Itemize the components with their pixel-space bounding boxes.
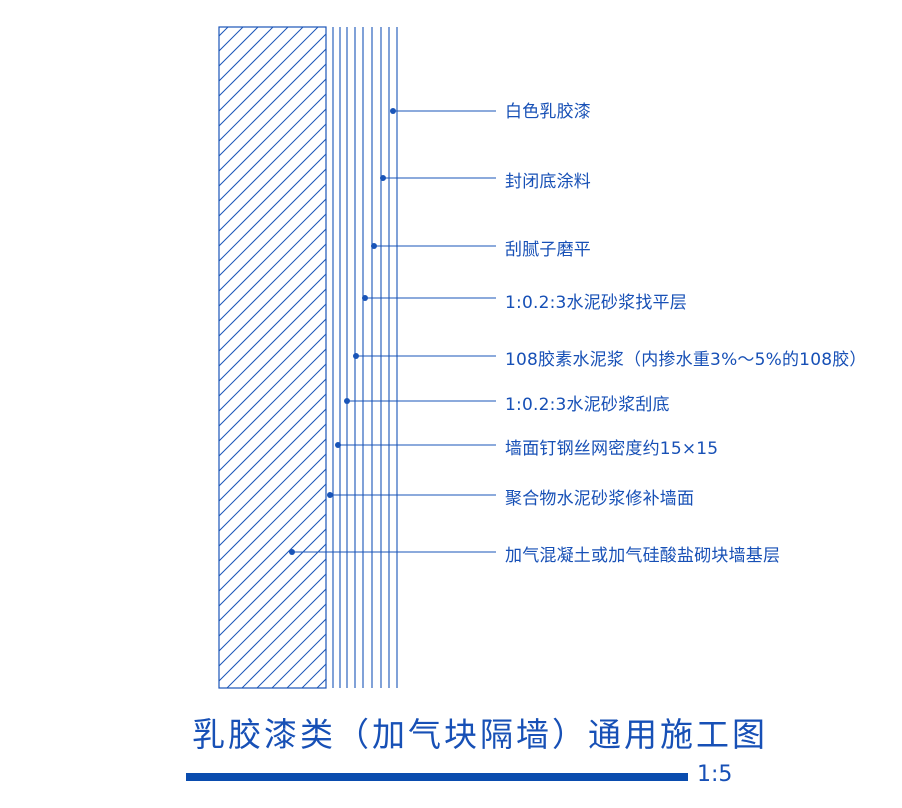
hatch-line xyxy=(219,108,326,217)
hatch-line xyxy=(219,303,326,412)
hatch-line xyxy=(219,27,259,67)
leader-lines xyxy=(289,108,496,555)
finish-layer-lines xyxy=(332,27,398,688)
layer-label-2: 封闭底涂料 xyxy=(505,172,591,192)
hatch-line xyxy=(241,603,326,688)
hatch-line xyxy=(219,513,326,622)
leader-dot-1 xyxy=(390,108,396,114)
hatch-line xyxy=(219,27,274,82)
hatch-line xyxy=(219,138,326,247)
hatch-line xyxy=(219,453,326,562)
hatch-line xyxy=(219,198,326,307)
leader-dot-2 xyxy=(380,175,386,181)
hatch-line xyxy=(219,33,326,142)
hatch-line xyxy=(226,588,326,688)
hatch-line xyxy=(219,243,326,352)
layer-label-1: 白色乳胶漆 xyxy=(505,102,591,122)
hatch-line xyxy=(219,153,326,262)
hatch-line xyxy=(219,213,326,322)
leader-dot-4 xyxy=(362,295,368,301)
hatch-line xyxy=(286,648,326,688)
hatch-line xyxy=(219,288,326,397)
hatch-line xyxy=(219,483,326,592)
layer-label-5: 108胶素水泥浆（内掺水重3%～5%的108胶） xyxy=(505,350,867,370)
hatch-line xyxy=(219,27,304,112)
hatch-line xyxy=(219,228,326,337)
hatch-line xyxy=(219,318,326,427)
layer-label-9: 加气混凝土或加气硅酸盐砌块墙基层 xyxy=(505,546,781,566)
hatch-line xyxy=(219,27,244,52)
hatch-line xyxy=(219,273,326,382)
leader-dot-9 xyxy=(289,549,295,555)
hatch-line xyxy=(219,258,326,367)
hatch-line xyxy=(219,573,326,682)
hatch-line xyxy=(219,168,326,277)
hatch-line xyxy=(219,27,289,97)
hatch-line xyxy=(219,393,326,502)
drawing-title: 乳胶漆类（加气块隔墙）通用施工图 xyxy=(192,715,768,754)
hatch-line xyxy=(219,63,326,172)
hatch-line xyxy=(219,0,326,21)
leader-dot-7 xyxy=(335,442,341,448)
title-underline-bar xyxy=(186,773,688,781)
hatch-line xyxy=(219,423,326,532)
hatch-line xyxy=(219,363,326,472)
masonry-block-outline xyxy=(218,26,327,689)
hatch-line xyxy=(219,558,326,667)
hatch-line xyxy=(219,0,326,6)
hatch-line xyxy=(219,543,326,652)
leader-dot-3 xyxy=(371,243,377,249)
hatch-line xyxy=(219,378,326,487)
layer-label-8: 聚合物水泥砂浆修补墙面 xyxy=(505,489,695,509)
leader-dot-5 xyxy=(353,353,359,359)
masonry-block-hatch xyxy=(219,0,326,688)
hatch-line xyxy=(219,27,229,37)
hatch-line xyxy=(219,438,326,547)
hatch-line xyxy=(219,528,326,637)
hatch-line xyxy=(256,618,326,688)
hatch-line xyxy=(219,78,326,187)
layer-label-4: 1:0.2:3水泥砂浆找平层 xyxy=(505,293,687,313)
layer-label-6: 1:0.2:3水泥砂浆刮底 xyxy=(505,395,670,415)
hatch-line xyxy=(219,333,326,442)
leader-dot-6 xyxy=(344,398,350,404)
hatch-line xyxy=(219,498,326,607)
layer-label-3: 刮腻子磨平 xyxy=(505,240,591,260)
hatch-line xyxy=(219,48,326,157)
hatch-line xyxy=(301,663,326,688)
hatch-line xyxy=(219,27,319,127)
hatch-line xyxy=(219,93,326,202)
leader-dot-8 xyxy=(327,492,333,498)
hatch-line xyxy=(219,468,326,577)
hatch-line xyxy=(219,408,326,517)
hatch-line xyxy=(219,123,326,232)
drawing-scale: 1:5 xyxy=(697,762,733,787)
hatch-line xyxy=(219,348,326,457)
hatch-line xyxy=(219,183,326,292)
layer-label-7: 墙面钉钢丝网密度约15×15 xyxy=(505,439,719,459)
